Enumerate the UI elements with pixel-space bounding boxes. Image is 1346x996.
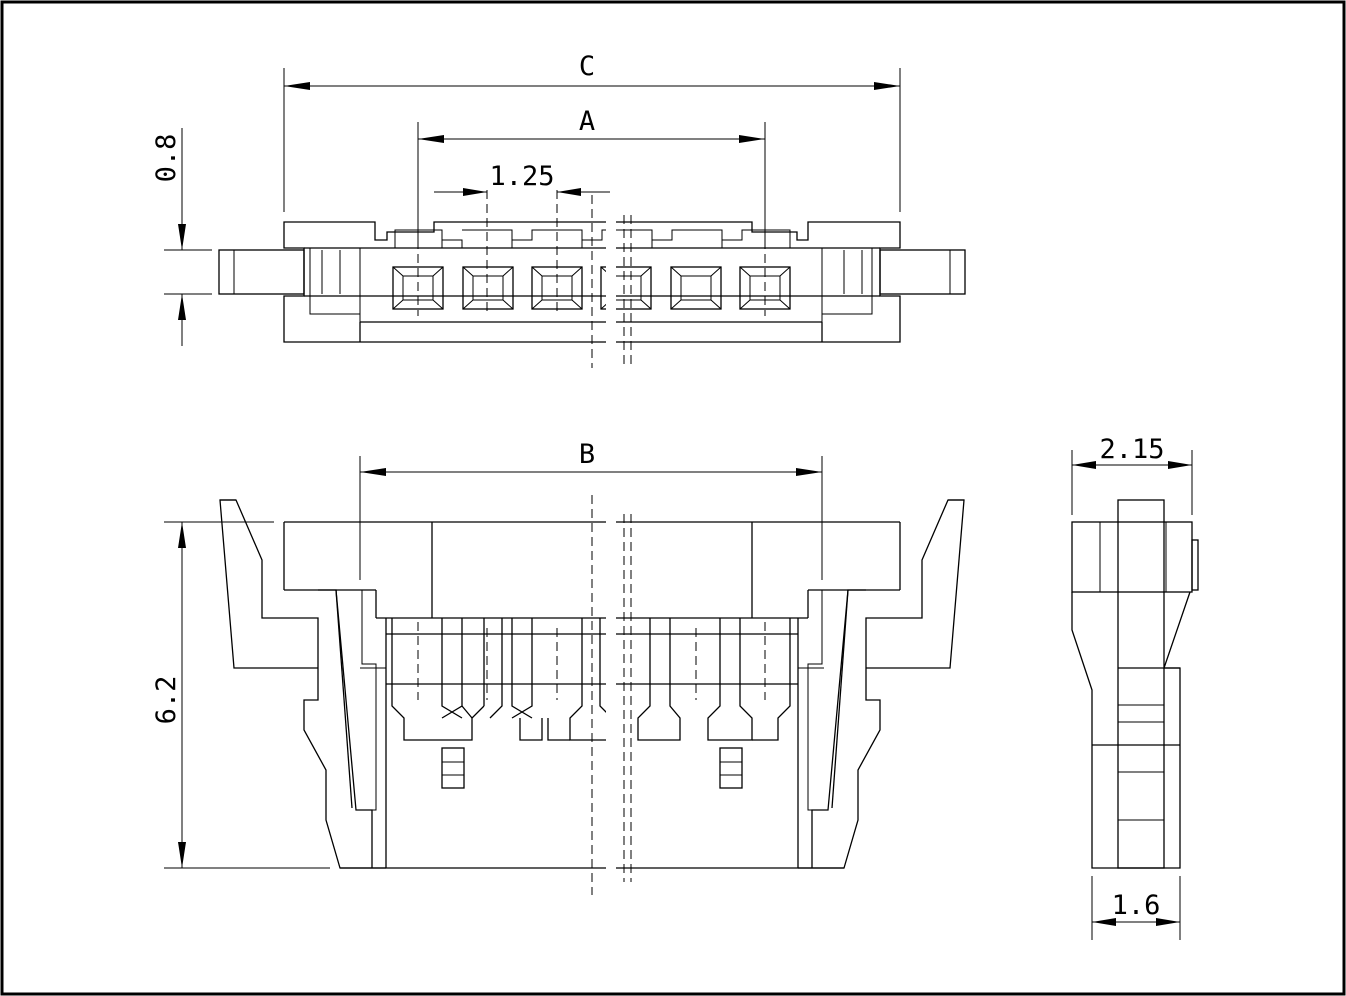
dim-side-base-label: 1.6 <box>1112 890 1161 921</box>
contact-windows <box>392 266 791 310</box>
side-view <box>1071 499 1199 869</box>
dimension-thickness: 0.8 <box>151 128 212 346</box>
dimension-side-depth: 2.15 <box>1071 434 1193 515</box>
dimension-side-base: 1.6 <box>1091 876 1181 940</box>
front-view <box>219 495 965 895</box>
dim-b-label: B <box>579 439 595 470</box>
dimension-pitch: 1.25 <box>434 161 610 196</box>
contact-teeth <box>391 618 791 741</box>
dimension-height: 6.2 <box>151 521 330 869</box>
dim-pitch-label: 1.25 <box>489 161 554 192</box>
dim-thickness-label: 0.8 <box>151 134 182 183</box>
dim-side-depth-label: 2.15 <box>1099 434 1164 465</box>
dim-c-label: C <box>579 51 595 82</box>
top-view <box>218 190 966 368</box>
dimension-a: A <box>417 106 766 240</box>
dim-a-label: A <box>579 106 595 137</box>
dimension-b: B <box>359 439 823 580</box>
dimension-c: C <box>283 51 901 212</box>
dim-height-label: 6.2 <box>151 676 182 725</box>
